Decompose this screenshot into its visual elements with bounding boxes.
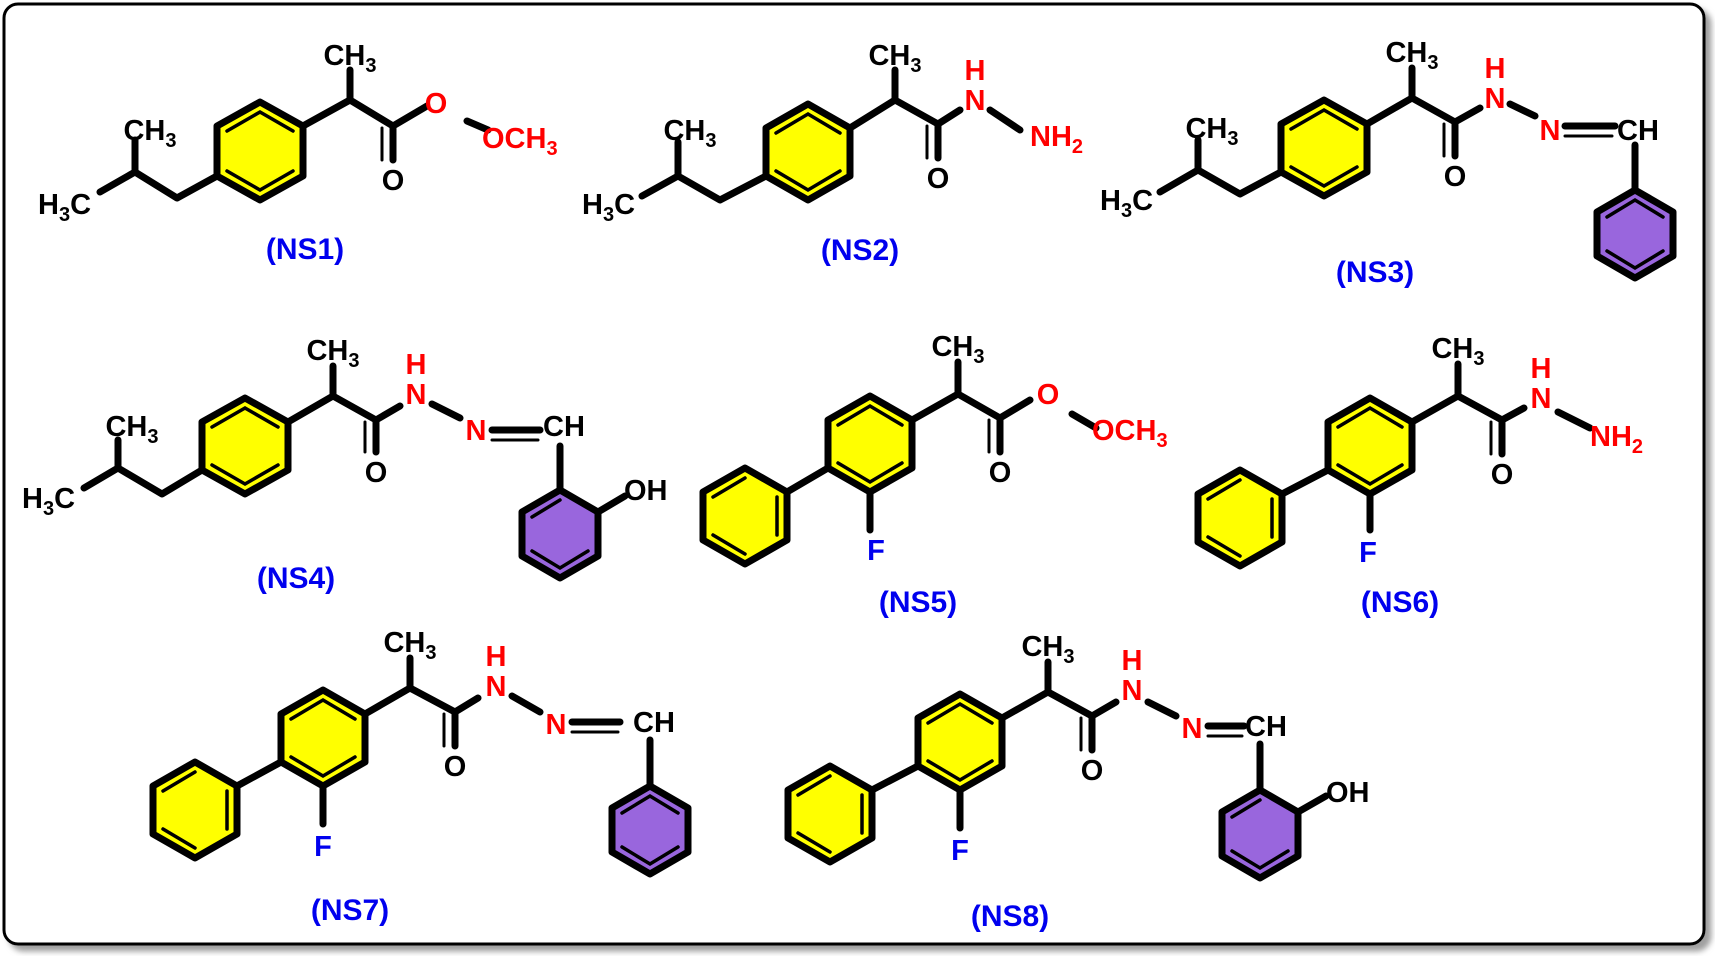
amide-n-label: N xyxy=(1531,383,1552,415)
methyl-label: CH3 xyxy=(868,40,921,77)
compound-caption: (NS5) xyxy=(879,586,957,619)
benzene-ring xyxy=(762,100,854,204)
compound-ns7: CH3 O H N N CH F (NS7) xyxy=(149,627,692,927)
benzene-ring xyxy=(1324,394,1416,498)
h3c-label: H3C xyxy=(582,189,635,226)
methyl-label: CH3 xyxy=(383,627,436,664)
compound-caption: (NS2) xyxy=(821,234,899,267)
nh-h-label: H xyxy=(965,55,986,87)
iso-methyl-label: CH3 xyxy=(105,411,158,448)
iso-methyl-label: CH3 xyxy=(663,115,716,152)
ch-label: CH xyxy=(1245,711,1287,743)
methyl-label: CH3 xyxy=(1021,631,1074,668)
phenyl-ring xyxy=(149,758,241,862)
nh-h-label: H xyxy=(1122,645,1143,677)
benzene-ring xyxy=(198,394,292,498)
methyl-label: CH3 xyxy=(323,40,376,77)
compound-caption: (NS7) xyxy=(311,894,389,927)
amide-n-label: N xyxy=(406,379,427,411)
h3c-label: H3C xyxy=(22,483,75,520)
nh2-label: NH2 xyxy=(1030,121,1083,158)
och3-label: OCH3 xyxy=(482,123,558,160)
iso-methyl-label: CH3 xyxy=(123,115,176,152)
benzene-ring xyxy=(277,686,369,790)
ch-label: CH xyxy=(543,411,585,443)
compound-ns6: CH3 O H N NH2 F (NS6) xyxy=(1194,333,1643,619)
compound-ns3: CH3 H3C CH3 O H N N CH (NS3) xyxy=(1100,37,1677,289)
compound-ns4: CH3 H3C CH3 O H N N CH OH (NS4) xyxy=(22,335,668,595)
iso-methyl-label: CH3 xyxy=(1185,113,1238,150)
phenyl-ring xyxy=(699,464,791,568)
compound-caption: (NS1) xyxy=(266,233,344,266)
imine-n-label: N xyxy=(1182,713,1203,745)
ch-label: CH xyxy=(1617,115,1659,147)
fluorine-label: F xyxy=(867,535,885,567)
carbonyl-o-label: O xyxy=(1081,755,1104,787)
amide-n-label: N xyxy=(965,85,986,117)
och3-label: OCH3 xyxy=(1092,415,1168,452)
compound-caption: (NS4) xyxy=(257,562,335,595)
carbonyl-o-label: O xyxy=(365,457,388,489)
phenyl-ring xyxy=(784,762,876,866)
methyl-label: CH3 xyxy=(1431,333,1484,370)
carbonyl-o-label: O xyxy=(927,163,950,195)
imine-n-label: N xyxy=(1540,115,1561,147)
compound-ns8: CH3 O H N N CH OH F (NS8) xyxy=(784,631,1370,933)
benzene-ring xyxy=(1277,96,1371,200)
ch-label: CH xyxy=(633,707,675,739)
methyl-label: CH3 xyxy=(306,335,359,372)
compound-caption: (NS6) xyxy=(1361,586,1439,619)
benzylidene-ring xyxy=(1593,186,1677,282)
carbonyl-o-label: O xyxy=(382,165,405,197)
compound-ns2: CH3 H3C CH3 O H N NH2 (NS2) xyxy=(582,40,1083,267)
amide-n-label: N xyxy=(486,671,507,703)
nh-h-label: H xyxy=(406,349,427,381)
benzylidene-ring xyxy=(1218,786,1302,882)
fluorine-label: F xyxy=(314,831,332,863)
carbonyl-o-label: O xyxy=(444,751,467,783)
carbonyl-o-label: O xyxy=(989,457,1012,489)
benzylidene-ring xyxy=(518,486,602,582)
imine-n-label: N xyxy=(546,709,567,741)
methyl-label: CH3 xyxy=(1385,37,1438,74)
compound-caption: (NS8) xyxy=(971,900,1049,933)
oh-label: OH xyxy=(1326,777,1370,809)
h3c-label: H3C xyxy=(1100,185,1153,222)
ester-o-label: O xyxy=(1037,379,1060,411)
compound-caption: (NS3) xyxy=(1336,256,1414,289)
oh-label: OH xyxy=(624,475,668,507)
benzene-ring xyxy=(213,98,307,204)
amide-n-label: N xyxy=(1122,675,1143,707)
nh-h-label: H xyxy=(1531,353,1552,385)
benzene-ring xyxy=(914,690,1006,794)
compound-ns5: CH3 O O OCH3 F (NS5) xyxy=(699,331,1168,619)
benzylidene-ring xyxy=(608,782,692,878)
nh-h-label: H xyxy=(486,641,507,673)
h3c-label: H3C xyxy=(38,189,91,226)
fluorine-label: F xyxy=(1359,537,1377,569)
nh2-label: NH2 xyxy=(1590,421,1643,458)
imine-n-label: N xyxy=(466,415,487,447)
ester-o-label: O xyxy=(425,88,448,120)
carbonyl-o-label: O xyxy=(1491,459,1514,491)
compound-ns1: CH3 H3C CH3 O O OCH3 (NS1) xyxy=(38,40,558,266)
benzene-ring xyxy=(824,392,916,496)
nh-h-label: H xyxy=(1485,53,1506,85)
fluorine-label: F xyxy=(951,835,969,867)
phenyl-ring xyxy=(1194,466,1286,570)
methyl-label: CH3 xyxy=(931,331,984,368)
amide-n-label: N xyxy=(1485,83,1506,115)
carbonyl-o-label: O xyxy=(1444,161,1467,193)
